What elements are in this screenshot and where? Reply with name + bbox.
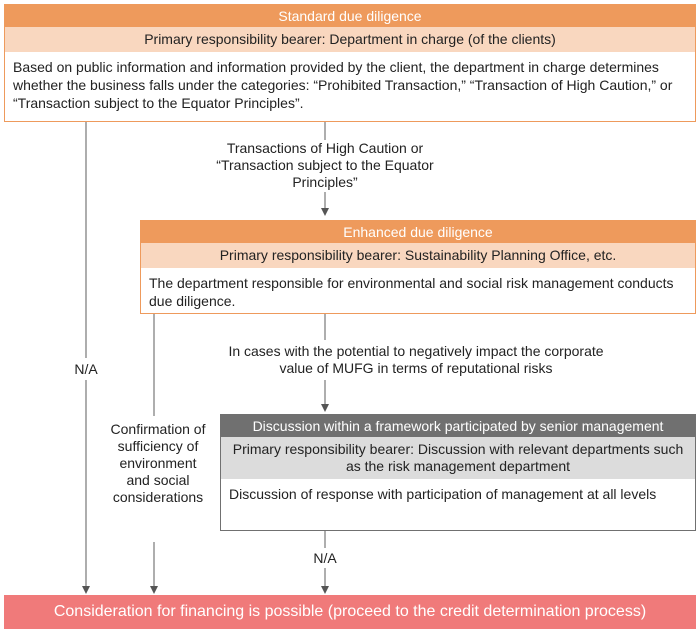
enhanced-dd-box: Enhanced due diligence Primary responsib… — [140, 220, 696, 314]
senior-management-title: Discussion within a framework participat… — [221, 415, 695, 437]
senior-management-box: Discussion within a framework participat… — [220, 414, 696, 531]
senior-management-body: Discussion of response with participatio… — [229, 486, 657, 502]
standard-dd-title: Standard due diligence — [5, 5, 695, 27]
high-caution-label: Transactions of High Caution or “Transac… — [216, 140, 434, 190]
enhanced-dd-title: Enhanced due diligence — [141, 221, 695, 243]
standard-dd-bearer: Primary responsibility bearer: Departmen… — [5, 27, 695, 52]
senior-management-bearer: Primary responsibility bearer: Discussio… — [221, 437, 695, 479]
negative-impact-label: In cases with the potential to negativel… — [228, 343, 604, 376]
na-bottom-label: N/A — [313, 550, 337, 566]
enhanced-dd-bearer: Primary responsibility bearer: Sustainab… — [141, 243, 695, 268]
standard-dd-box: Standard due diligence Primary responsib… — [4, 4, 696, 122]
enhanced-dd-body: The department responsible for environme… — [149, 275, 674, 309]
financing-possible-banner: Consideration for financing is possible … — [4, 595, 696, 629]
na-left-label: N/A — [74, 361, 98, 377]
confirmation-label: Confirmation of sufficiency of environme… — [110, 421, 206, 505]
standard-dd-body: Based on public information and informat… — [13, 59, 673, 111]
